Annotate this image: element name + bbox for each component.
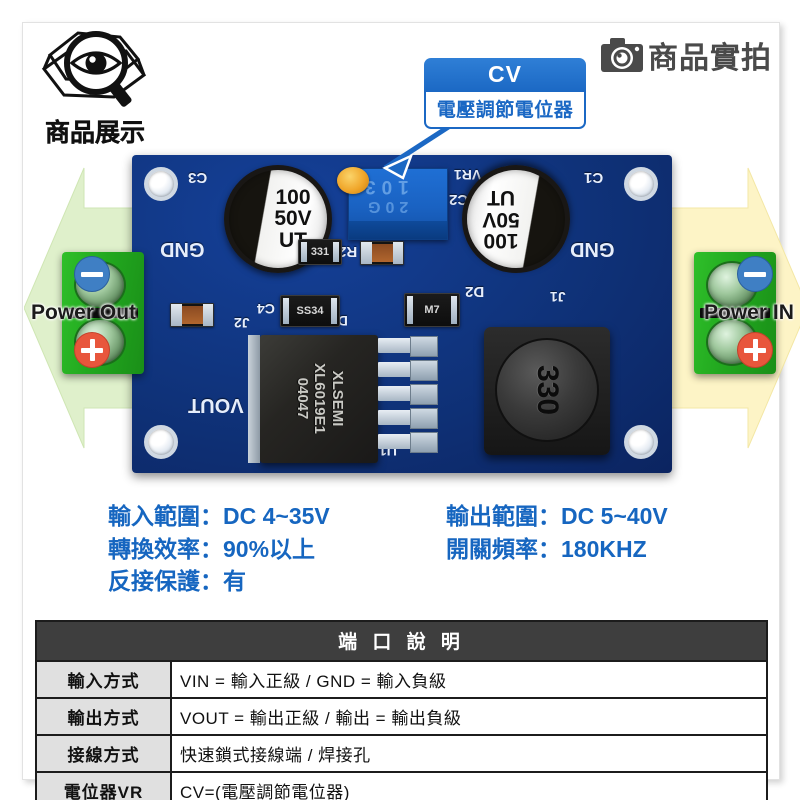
- specs-column-right: 輸出範圍：DC 5~40V 開關頻率：180KHZ: [446, 500, 668, 565]
- spec-switch-frequency: 開關頻率：180KHZ: [446, 535, 647, 562]
- ic-heat-tab: [248, 335, 260, 463]
- cap-right-value-2: 50V: [482, 207, 520, 231]
- potentiometer-adjust-screw[interactable]: [337, 167, 369, 194]
- silk-gnd-left: GND: [160, 238, 205, 260]
- camera-icon: [601, 38, 643, 72]
- spec-output-range: 輸出範圍：DC 5~40V: [446, 503, 668, 529]
- row-key-potentiometer: 電位器VR: [35, 771, 172, 800]
- ic-pin: [378, 336, 438, 357]
- inductor-core: 330: [495, 338, 599, 442]
- arrow-pointer-icon: [382, 121, 455, 180]
- silk-j1: J1: [550, 289, 566, 305]
- ic-pins: [378, 336, 438, 458]
- resistor-331-code: 331: [310, 246, 330, 258]
- silk-c1: C1: [584, 169, 604, 186]
- ic-pin: [378, 360, 438, 381]
- row-key-output-method: 輸出方式: [35, 697, 172, 736]
- ic-marking-line1: XLSEMI: [328, 371, 346, 427]
- product-photo-stage: Power Out Power IN C3 C1 C2 VR1 GND GND …: [24, 140, 800, 485]
- product-showcase-logo: 商品展示: [30, 25, 160, 147]
- dc-dc-boost-module-pcb: C3 C1 C2 VR1 GND GND R2 D1 D2 C4 J2 J1 U…: [132, 155, 672, 473]
- smd-resistor: [360, 241, 404, 265]
- silk-c3: C3: [188, 169, 208, 186]
- silk-j2: J2: [234, 315, 250, 331]
- electrolytic-capacitor-c1: 100 50V UT: [462, 165, 570, 273]
- inductor-code: 330: [531, 364, 564, 416]
- mounting-hole: [144, 425, 178, 459]
- silk-vout: VOUT: [188, 394, 244, 416]
- silk-gnd-right: GND: [570, 238, 615, 260]
- row-value-potentiometer: CV=(電壓調節電位器): [170, 771, 768, 800]
- mounting-hole: [624, 167, 658, 201]
- row-value-input-method: VIN = 輸入正級 / GND = 輸入負級: [170, 660, 768, 699]
- cap-right-value-3: UT: [487, 186, 515, 210]
- diode-d1-code: SS34: [296, 305, 324, 317]
- diode-d2-code: M7: [424, 304, 440, 316]
- cv-callout-title: CV: [424, 58, 586, 92]
- smd-resistor: [170, 303, 214, 327]
- cv-callout: CV 電壓調節電位器: [424, 58, 586, 129]
- cv-callout-description: 電壓調節電位器: [424, 92, 586, 129]
- ic-pin: [378, 384, 438, 405]
- row-value-wiring-method: 快速鎖式接線端 / 焊接孔: [170, 734, 768, 773]
- power-out-plus-icon: [74, 332, 110, 368]
- silk-d2: D2: [465, 283, 485, 300]
- trimpot-base: [349, 221, 447, 239]
- power-out-label: Power Out: [31, 301, 137, 324]
- spec-input-range: 輸入範圍：DC 4~35V: [108, 503, 330, 529]
- spec-efficiency: 轉換效率：90%以上: [108, 535, 316, 562]
- spec-reverse-protection: 反接保護：有: [108, 568, 246, 595]
- row-key-input-method: 輸入方式: [35, 660, 172, 699]
- real-photo-badge: 商品實拍: [600, 33, 772, 77]
- power-in-minus-icon: [737, 256, 773, 292]
- power-inductor: 330: [484, 327, 610, 455]
- silk-c4: C4: [257, 301, 275, 317]
- ic-marking-line3: 04047: [293, 378, 311, 420]
- ic-marking: XLSEMI XL6019E1 04047: [292, 364, 345, 435]
- table-row: 接線方式 快速鎖式接線端 / 焊接孔: [35, 734, 768, 773]
- cap-left-value-1: 100: [275, 185, 311, 209]
- schottky-diode-d1: SS34: [280, 295, 340, 327]
- cap-left-value-2: 50V: [274, 207, 312, 231]
- cap-right-value-1: 100: [483, 229, 519, 253]
- ic-pin: [378, 432, 438, 453]
- eye-in-box-magnifier-icon: [41, 31, 147, 107]
- regulator-ic-u1: XLSEMI XL6019E1 04047: [248, 335, 378, 463]
- power-in-label: Power IN: [704, 301, 794, 324]
- power-in-plus-icon: [737, 332, 773, 368]
- specs-column-left: 輸入範圍：DC 4~35V 轉換效率：90%以上 反接保護：有: [108, 500, 330, 598]
- row-key-wiring-method: 接線方式: [35, 734, 172, 773]
- table-row: 輸入方式 VIN = 輸入正級 / GND = 輸入負級: [35, 660, 768, 699]
- real-photo-label: 商品實拍: [648, 42, 772, 75]
- terminal-slot: [68, 308, 138, 318]
- diode-d2: M7: [404, 293, 460, 327]
- table-row: 輸出方式 VOUT = 輸出正級 / 輸出 = 輸出負級: [35, 697, 768, 736]
- table-title: 端 口 說 明: [35, 620, 768, 662]
- terminal-slot: [700, 308, 770, 318]
- power-out-minus-icon: [74, 256, 110, 292]
- table-row: 電位器VR CV=(電壓調節電位器): [35, 771, 768, 800]
- trimpot-code2: 20G: [363, 198, 409, 215]
- row-value-output-method: VOUT = 輸出正級 / 輸出 = 輸出負級: [170, 697, 768, 736]
- mounting-hole: [144, 167, 178, 201]
- resistor-331: 331: [298, 239, 342, 265]
- logo-caption: 商品展示: [44, 119, 145, 147]
- ic-marking-line2: XL6019E1: [310, 363, 328, 435]
- ic-pin: [378, 408, 438, 429]
- port-description-table: 端 口 說 明 輸入方式 VIN = 輸入正級 / GND = 輸入負級 輸出方…: [35, 620, 768, 800]
- mounting-hole: [624, 425, 658, 459]
